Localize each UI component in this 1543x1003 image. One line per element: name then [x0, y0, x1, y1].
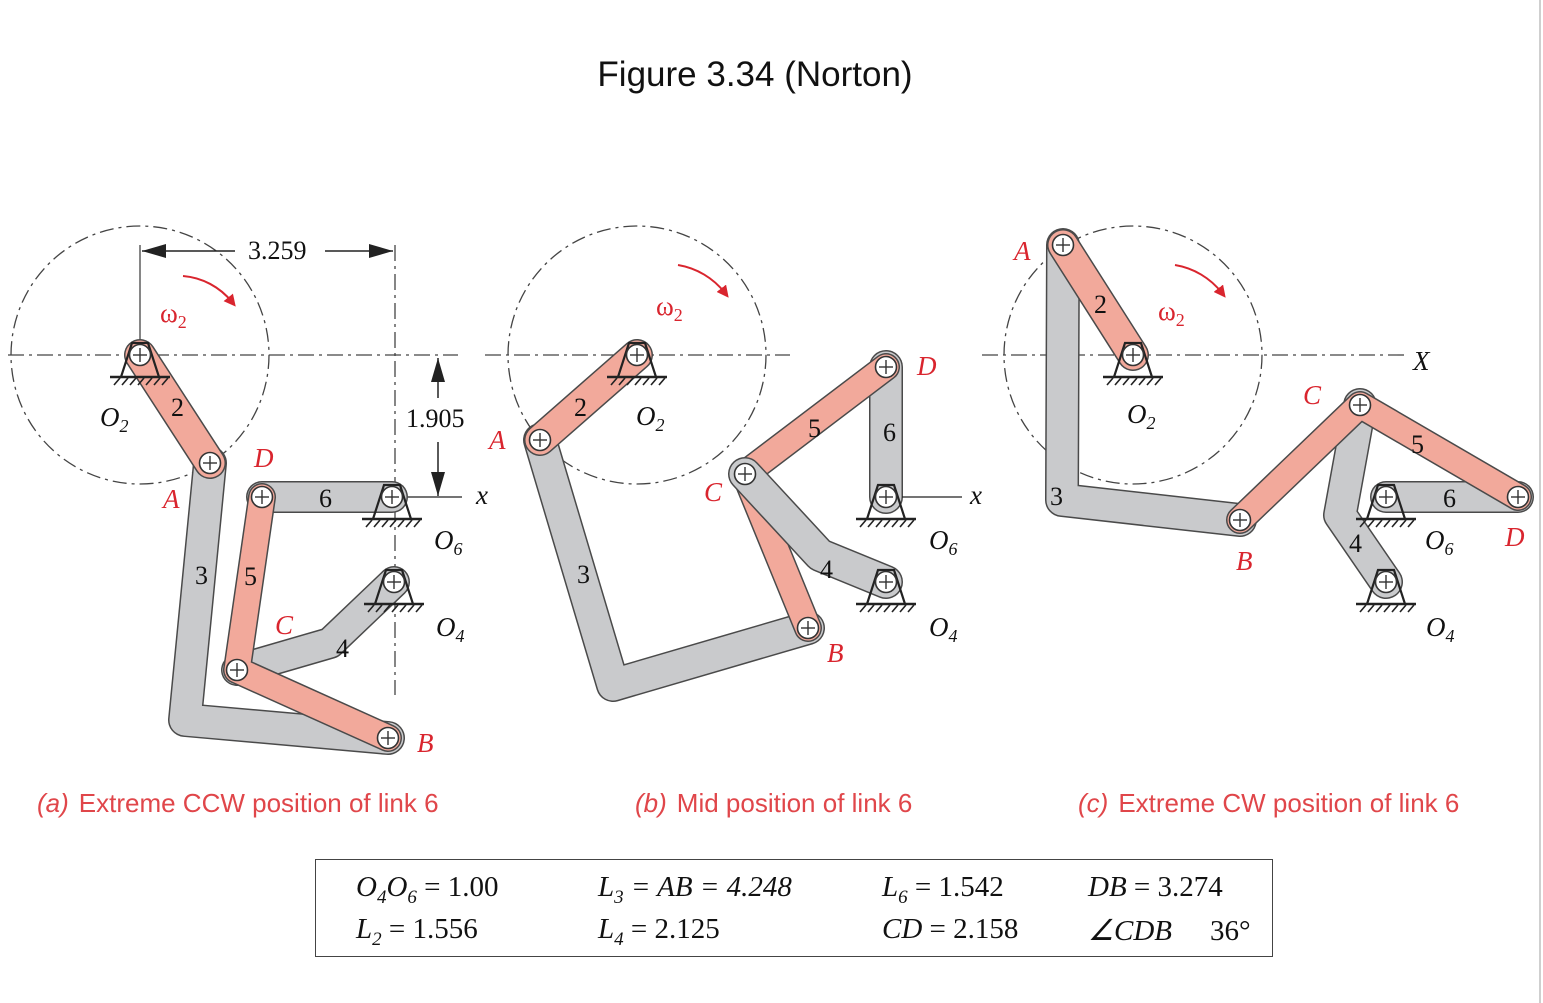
dim-vertical-a: 1.905: [406, 404, 465, 433]
x-axis-label-a: x: [475, 480, 488, 510]
link-num-3-a: 3: [195, 561, 208, 590]
page-title: Figure 3.34 (Norton): [597, 55, 913, 94]
label-o4-b: O4: [929, 612, 958, 646]
x-axis-label-c: X: [1412, 346, 1431, 376]
caption-a: (a)Extreme CCW position of link 6: [37, 788, 439, 818]
label-b-b: B: [827, 638, 844, 668]
label-b-a: B: [417, 728, 434, 758]
caption-b: (b)Mid position of link 6: [635, 788, 912, 818]
param-l4: L4 = 2.125: [598, 913, 720, 950]
label-o2-c: O2: [1127, 399, 1156, 433]
label-o2-a: O2: [100, 402, 129, 436]
link-num-3-c: 3: [1050, 482, 1063, 511]
label-c-b: C: [704, 477, 723, 507]
param-l6: L6 = 1.542: [882, 871, 1004, 908]
label-b-c: B: [1236, 546, 1253, 576]
label-o6-a: O6: [434, 525, 463, 559]
label-c-c: C: [1303, 380, 1322, 410]
link-num-6-c: 6: [1443, 484, 1456, 513]
label-d-b: D: [916, 351, 937, 381]
label-o2-b: O2: [636, 401, 665, 435]
omega-label-a: ω2: [160, 298, 187, 332]
x-axis-label-b: x: [969, 480, 982, 510]
panel-c: ω2 X A O2 C B D O6 O4 2 3 4 5 6 (c)Extre…: [982, 225, 1534, 818]
param-db: DB = 3.274: [1088, 871, 1223, 903]
omega-label-b: ω2: [656, 291, 683, 325]
link-num-2-a: 2: [171, 393, 184, 422]
param-l3: L3 = AB = 4.248: [598, 871, 792, 908]
link-num-6-a: 6: [319, 484, 332, 513]
panel-a: ω2 3.259 1.905 x O2 A D C B O6 O4 2 3 4 …: [8, 225, 488, 818]
link-num-5-a: 5: [244, 562, 257, 591]
label-o6-c: O6: [1425, 525, 1454, 559]
link-num-2-c: 2: [1094, 290, 1107, 319]
label-a-a: A: [161, 484, 180, 514]
link-num-5-c: 5: [1411, 430, 1424, 459]
page-edge-rule: [1539, 0, 1541, 1003]
link-num-2-b: 2: [574, 393, 587, 422]
link-num-4-c: 4: [1349, 529, 1362, 558]
link-num-3-b: 3: [577, 560, 590, 589]
label-d-a: D: [253, 443, 274, 473]
omega-label-c: ω2: [1158, 296, 1185, 330]
label-a-c: A: [1012, 236, 1031, 266]
panel-b: ω2 x A O2 C D B O6 O4 2 3 4 5 6 (b)Mid p…: [485, 225, 982, 818]
param-o4o6: O4O6 = 1.00: [356, 871, 499, 908]
dim-horizontal-a: 3.259: [248, 236, 307, 265]
link-num-6-b: 6: [883, 418, 896, 447]
link-num-4-b: 4: [820, 555, 833, 584]
param-cd: CD = 2.158: [882, 913, 1019, 945]
caption-c: (c)Extreme CW position of link 6: [1078, 788, 1459, 818]
label-c-a: C: [275, 610, 294, 640]
link-num-5-b: 5: [808, 414, 821, 443]
label-a-b: A: [487, 425, 506, 455]
label-o4-c: O4: [1426, 612, 1455, 646]
parameters-table: O4O6 = 1.00 L3 = AB = 4.248 L6 = 1.542 D…: [315, 859, 1273, 957]
label-o6-b: O6: [929, 525, 958, 559]
label-d-c: D: [1504, 522, 1525, 552]
label-o4-a: O4: [436, 612, 465, 646]
param-l2: L2 = 1.556: [356, 913, 478, 950]
link-num-4-a: 4: [336, 634, 349, 663]
